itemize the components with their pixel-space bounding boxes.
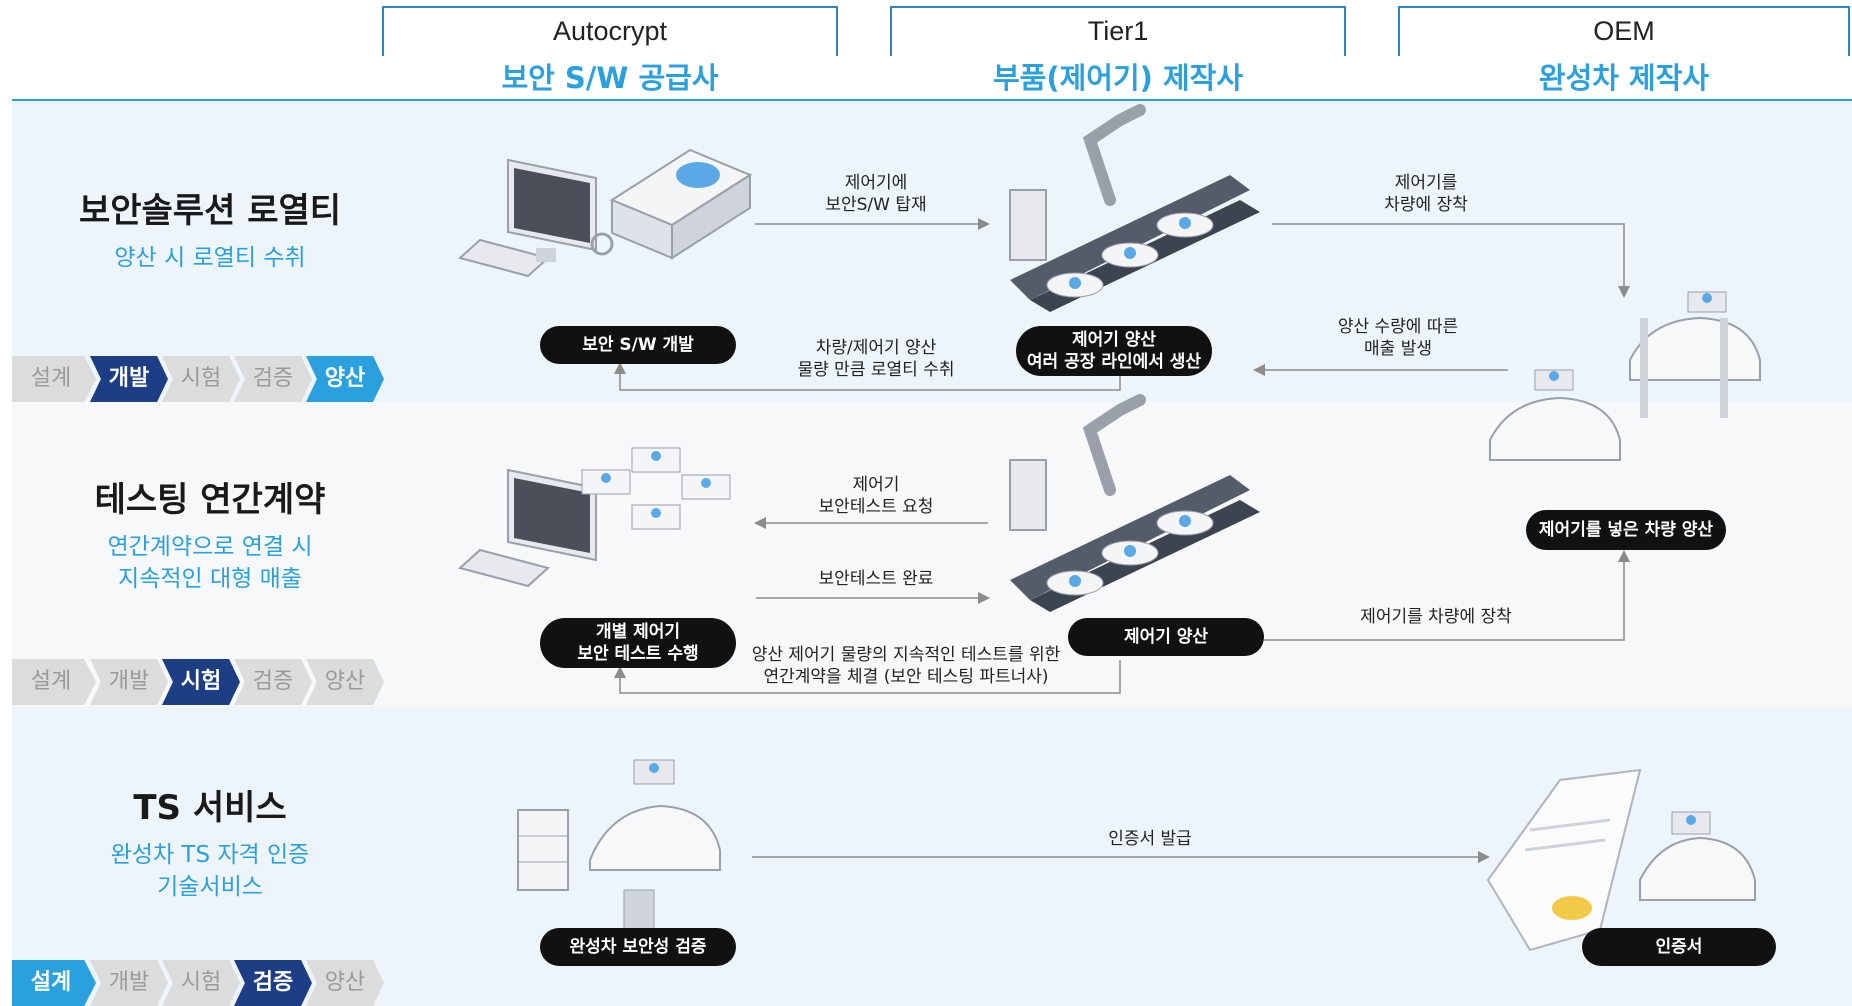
column-header-tier1: Tier1 부품(제어기) 제작사	[890, 6, 1346, 95]
column-title: Tier1	[1087, 16, 1149, 46]
pill-ecu-mass: 제어기 양산	[1068, 618, 1264, 656]
step-develop: 개발	[90, 356, 168, 402]
arrow-royalty	[614, 362, 1121, 391]
label-cert-issue: 인증서 발급	[1108, 829, 1192, 849]
row-subtitle: 양산 시 로열티 수취	[40, 242, 380, 274]
step-develop: 개발	[90, 960, 168, 1006]
pill-mass-line: 제어기 양산 여러 공장 라인에서 생산	[1016, 326, 1212, 376]
label-line: 보안S/W 탑재	[825, 195, 927, 215]
car-lift-icon	[1489, 291, 1761, 461]
security-module-icon	[590, 148, 753, 260]
column-title: Autocrypt	[552, 16, 668, 46]
label-line: 양산 수량에 따른	[1337, 317, 1459, 337]
pill-vehicle-mass: 제어기를 넣은 차량 양산	[1526, 510, 1726, 550]
step-design: 설계	[12, 659, 96, 705]
label-line: 물량 만큼 로열티 수취	[797, 360, 955, 380]
steps-testing: 설계 개발 시험 검증 양산	[12, 659, 384, 705]
step-design: 설계	[12, 960, 96, 1006]
row-title: 보안솔루션 로열티	[78, 191, 342, 231]
label-line: 연간계약을 체결 (보안 테스팅 파트너사)	[763, 667, 1049, 687]
header-divider	[12, 99, 1852, 101]
step-mass: 양산	[306, 659, 384, 705]
row-subtitle-line: 기술서비스	[157, 874, 263, 900]
label-test-request: 제어기 보안테스트 요청	[780, 474, 972, 518]
column-subtitle: 보안 S/W 공급사	[501, 61, 719, 95]
computer-modules-icon	[457, 447, 731, 588]
label-line: 제어기를	[1394, 173, 1458, 193]
pill-vehicle-verify: 완성차 보안성 검증	[540, 928, 736, 966]
steps-ts: 설계 개발 시험 검증 양산	[12, 960, 384, 1006]
row-subtitle: 연간계약으로 연결 시 지속적인 대형 매출	[40, 531, 380, 595]
label-test-done: 보안테스트 완료	[818, 569, 934, 589]
row-title: TS 서비스	[133, 788, 287, 828]
row-subtitle-line: 양산 시 로열티 수취	[114, 245, 306, 271]
label-annual-contract: 양산 제어기 물량의 지속적인 테스트를 위한 연간계약을 체결 (보안 테스팅…	[736, 644, 1076, 688]
column-subtitle: 부품(제어기) 제작사	[992, 61, 1244, 95]
step-mass: 양산	[306, 356, 384, 402]
pill-line: 개별 제어기	[595, 622, 681, 642]
row-subtitle-line: 연간계약으로 연결 시	[107, 534, 313, 560]
label-line: 제어기	[852, 475, 900, 495]
label-line: 제어기에	[844, 173, 908, 193]
column-title: OEM	[1593, 16, 1655, 46]
certificate-icon	[1486, 768, 1756, 952]
row-title: 테스팅 연간계약	[94, 480, 326, 520]
label-install-vehicle2: 제어기를 차량에 장착	[1360, 607, 1512, 627]
server-car-icon	[517, 759, 721, 931]
label-royalty: 차량/제어기 양산 물량 만큼 로열티 수취	[772, 337, 980, 381]
row-subtitle: 완성차 TS 자격 인증 기술서비스	[40, 839, 380, 903]
label-line: 차량/제어기 양산	[815, 338, 937, 358]
row-band-royalty	[12, 100, 1852, 402]
pill-sw-dev: 보안 S/W 개발	[540, 326, 736, 364]
arrow-annual-contract	[614, 660, 1121, 694]
step-verify: 검증	[234, 659, 312, 705]
arrow-install-vehicle	[1272, 223, 1630, 298]
label-line: 양산 제어기 물량의 지속적인 테스트를 위한	[751, 645, 1061, 665]
pill-line: 보안 테스트 수행	[577, 644, 699, 664]
step-verify: 검증	[234, 356, 312, 402]
pill-line: 제어기 양산	[1071, 330, 1157, 350]
row-title-ts: TS 서비스 완성차 TS 자격 인증 기술서비스	[40, 780, 380, 903]
row-subtitle-line: 완성차 TS 자격 인증	[110, 842, 310, 868]
arrow-install-vehicle2	[1264, 550, 1630, 641]
column-header-oem: OEM 완성차 제작사	[1398, 6, 1850, 95]
label-sales: 양산 수량에 따른 매출 발생	[1302, 316, 1494, 360]
column-header-autocrypt: Autocrypt 보안 S/W 공급사	[382, 6, 838, 95]
label-mount-sw: 제어기에 보안S/W 탑재	[780, 172, 972, 216]
computer-icon	[457, 158, 597, 278]
step-develop: 개발	[90, 659, 168, 705]
row-title-royalty: 보안솔루션 로열티 양산 시 로열티 수취	[40, 183, 380, 274]
column-subtitle: 완성차 제작사	[1538, 61, 1710, 95]
steps-royalty: 설계 개발 시험 검증 양산	[12, 356, 384, 402]
factory-line-icon	[1009, 394, 1260, 612]
step-mass: 양산	[306, 960, 384, 1006]
row-subtitle-line: 지속적인 대형 매출	[118, 566, 302, 592]
label-install-vehicle: 제어기를 차량에 장착	[1330, 172, 1522, 216]
step-verify: 검증	[234, 960, 312, 1006]
step-design: 설계	[12, 356, 96, 402]
step-test: 시험	[162, 659, 240, 705]
pill-individual-test: 개별 제어기 보안 테스트 수행	[540, 618, 736, 668]
label-line: 보안테스트 요청	[818, 497, 934, 517]
step-test: 시험	[162, 356, 240, 402]
row-title-testing: 테스팅 연간계약 연간계약으로 연결 시 지속적인 대형 매출	[40, 472, 380, 595]
step-test: 시험	[162, 960, 240, 1006]
label-line: 차량에 장착	[1384, 195, 1468, 215]
pill-certificate: 인증서	[1582, 928, 1776, 966]
label-line: 매출 발생	[1364, 339, 1432, 359]
factory-line-icon	[1009, 104, 1260, 312]
pill-line: 여러 공장 라인에서 생산	[1026, 352, 1202, 372]
